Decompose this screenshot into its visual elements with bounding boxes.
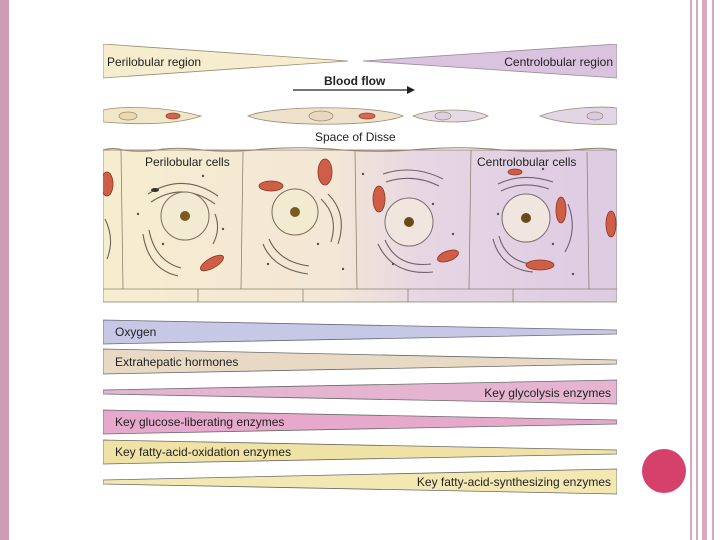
hepatocyte-cell-2 <box>258 158 342 275</box>
accent-dot <box>642 449 686 493</box>
hepatocyte-cell-4 <box>492 168 573 273</box>
cell-borders <box>120 149 590 302</box>
centrolobular-cells-label: Centrolobular cells <box>477 155 576 169</box>
space-of-disse-label: Space of Disse <box>315 130 396 144</box>
gradient-glucose-label: Key glucose-liberating enzymes <box>115 415 284 429</box>
centrolobular-wedge <box>362 44 617 79</box>
gradient-fatty-oxidation-wedge <box>103 439 617 465</box>
gradient-oxygen-label: Oxygen <box>115 325 156 339</box>
blood-flow-label: Blood flow <box>324 74 386 88</box>
gradient-fatty-synthesis-label: Key fatty-acid-synthesizing enzymes <box>417 475 611 489</box>
liver-zonation-diagram: Perilobular region Centrolobular region … <box>103 44 617 495</box>
perilobular-cells-label: Perilobular cells <box>145 155 230 169</box>
hepatocyte-cell-3 <box>372 169 459 273</box>
perilobular-wedge <box>103 44 349 79</box>
gradient-hormones-label: Extrahepatic hormones <box>115 355 238 369</box>
endothelial-layer <box>103 106 617 125</box>
gradient-glycolysis-wedge <box>103 379 617 405</box>
gradient-hormones-wedge <box>103 348 617 375</box>
right-border-bars <box>690 0 720 540</box>
gradient-fatty-synthesis-wedge <box>103 468 617 495</box>
left-border-bar <box>0 0 9 540</box>
centrolobular-region-label: Centrolobular region <box>504 55 613 69</box>
cytoplasm-granules <box>136 167 575 276</box>
gradient-fatty-oxidation-label: Key fatty-acid-oxidation enzymes <box>115 445 291 459</box>
hepatocyte-cell-1 <box>142 182 224 277</box>
gradient-glucose-wedge <box>103 409 617 435</box>
gradient-oxygen-wedge <box>103 319 617 345</box>
arrow-head-icon <box>407 86 415 94</box>
gradient-glycolysis-label: Key glycolysis enzymes <box>484 386 611 400</box>
perilobular-region-label: Perilobular region <box>107 55 201 69</box>
